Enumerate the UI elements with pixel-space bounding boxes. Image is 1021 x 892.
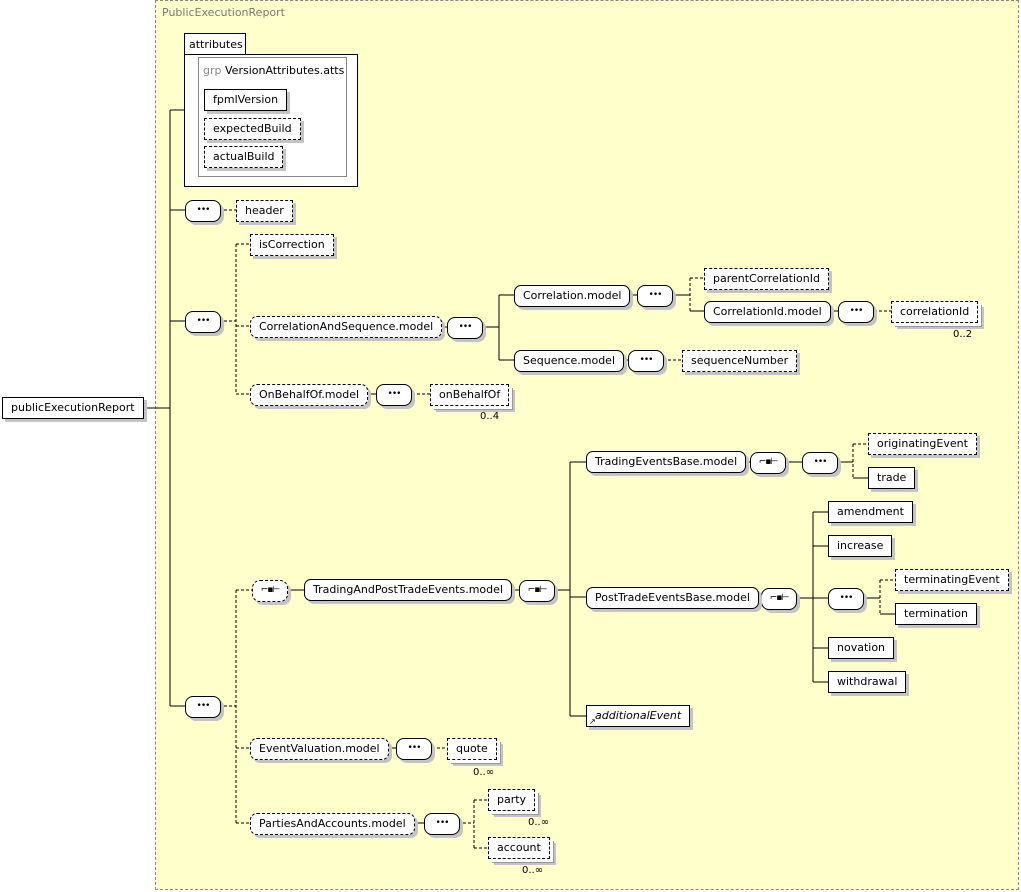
element-originatingEvent[interactable]: originatingEvent (868, 433, 977, 455)
sequence-compositor-icon[interactable]: ••• (802, 452, 838, 474)
sequence-compositor-icon[interactable]: ••• (376, 384, 412, 406)
element-increase[interactable]: increase (828, 535, 893, 557)
group-name[interactable]: VersionAttributes.atts (225, 64, 345, 77)
element-sequenceNumber[interactable]: sequenceNumber (682, 350, 798, 372)
element-party[interactable]: party (488, 789, 536, 811)
group-CorrelationId[interactable]: CorrelationId.model (704, 301, 831, 323)
element-novation[interactable]: novation (828, 637, 895, 659)
attribute-fpmlVersion[interactable]: fpmlVersion (204, 89, 288, 111)
choice-compositor-icon[interactable]: ⌐▪⊢ (519, 580, 555, 602)
group-TradingEventsBase[interactable]: TradingEventsBase.model (586, 451, 747, 473)
group-keyword: grp (203, 64, 222, 77)
sequence-compositor-icon[interactable]: ••• (628, 350, 664, 372)
sequence-compositor-icon[interactable]: ••• (185, 200, 221, 222)
element-quote[interactable]: quote (447, 738, 497, 760)
group-CorrelationAndSequence[interactable]: CorrelationAndSequence.model (250, 316, 443, 338)
attributes-tab[interactable]: attributes (184, 33, 246, 55)
group-Correlation[interactable]: Correlation.model (514, 285, 631, 307)
element-parentCorrelationId[interactable]: parentCorrelationId (704, 268, 829, 290)
element-account[interactable]: account (488, 837, 550, 859)
occurrence-label: 0..4 (480, 411, 500, 422)
element-header[interactable]: header (236, 200, 293, 222)
element-amendment[interactable]: amendment (828, 501, 913, 523)
group-Sequence[interactable]: Sequence.model (514, 350, 625, 372)
occurrence-label: 0..∞ (473, 767, 495, 778)
element-isCorrection[interactable]: isCorrection (250, 234, 334, 256)
complex-type-title: PublicExecutionReport (162, 6, 285, 19)
attribute-actualBuild[interactable]: actualBuild (204, 146, 284, 168)
group-OnBehalfOf[interactable]: OnBehalfOf.model (250, 384, 369, 406)
sequence-compositor-icon[interactable]: ••• (185, 311, 221, 333)
additionalEvent-label: additionalEvent (595, 709, 682, 722)
element-onBehalfOf[interactable]: onBehalfOf (430, 384, 510, 406)
element-terminatingEvent[interactable]: terminatingEvent (895, 569, 1009, 591)
element-additionalEvent[interactable]: ↗additionalEvent (586, 705, 691, 727)
sequence-compositor-icon[interactable]: ••• (447, 317, 483, 339)
sequence-compositor-icon[interactable]: ••• (396, 738, 432, 760)
group-EventValuation[interactable]: EventValuation.model (250, 738, 389, 760)
occurrence-label: 0..∞ (528, 817, 550, 828)
sequence-compositor-icon[interactable]: ••• (838, 301, 874, 323)
attribute-expectedBuild[interactable]: expectedBuild (204, 118, 301, 140)
element-trade[interactable]: trade (868, 467, 916, 489)
sequence-compositor-icon[interactable]: ••• (637, 285, 673, 307)
occurrence-label: 0..∞ (522, 865, 544, 876)
reference-arrow-icon: ↗ (589, 717, 596, 726)
attribute-group-box (198, 57, 347, 177)
element-termination[interactable]: termination (895, 603, 977, 625)
group-PostTradeEventsBase[interactable]: PostTradeEventsBase.model (586, 587, 759, 609)
sequence-compositor-icon[interactable]: ••• (424, 813, 460, 835)
group-TradingAndPostTradeEvents[interactable]: TradingAndPostTradeEvents.model (304, 579, 512, 601)
sequence-compositor-icon[interactable]: ••• (828, 588, 864, 610)
sequence-compositor-icon[interactable]: ••• (185, 696, 221, 718)
choice-compositor-icon[interactable]: ⌐▪⊢ (750, 452, 786, 474)
group-PartiesAndAccounts[interactable]: PartiesAndAccounts.model (250, 813, 415, 835)
occurrence-label: 0..2 (953, 329, 973, 340)
element-withdrawal[interactable]: withdrawal (828, 671, 907, 693)
root-element-publicExecutionReport[interactable]: publicExecutionReport (2, 397, 144, 419)
choice-compositor-icon[interactable]: ⌐▪⊢ (761, 588, 797, 610)
choice-compositor-icon[interactable]: ⌐▪⊢ (252, 580, 288, 602)
attribute-group-title: grp VersionAttributes.atts (203, 64, 344, 77)
element-correlationId[interactable]: correlationId (891, 301, 979, 323)
